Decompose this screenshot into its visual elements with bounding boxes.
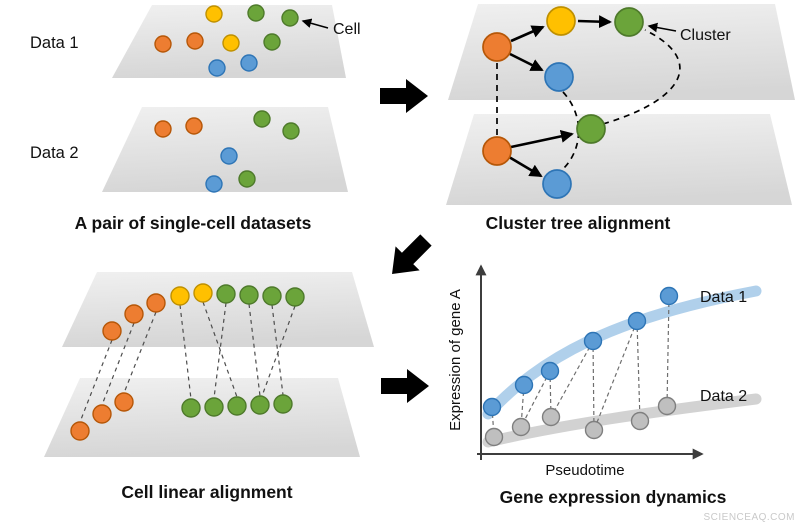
cell-dot — [181, 398, 201, 418]
cell-dot — [285, 287, 305, 307]
alignment-link-green — [602, 29, 681, 125]
cell-dot — [239, 285, 259, 305]
data2-cells — [154, 110, 300, 193]
cell-dot — [540, 361, 560, 381]
linear-alignment-links — [79, 301, 296, 423]
cell-dot — [630, 411, 650, 431]
cell-dot — [193, 283, 213, 303]
cluster-node-yellow — [546, 6, 576, 36]
linear-bottom-cells — [70, 392, 293, 441]
cell-dot — [273, 394, 293, 414]
cell-dot — [92, 404, 112, 424]
caption-cluster-tree: Cluster tree alignment — [486, 213, 671, 233]
data1-label: Data 1 — [30, 34, 79, 52]
cluster-plane-bottom — [446, 114, 792, 205]
caption-cell-linear: Cell linear alignment — [121, 482, 292, 502]
cell-dot — [102, 321, 122, 341]
linear-plane-bottom — [44, 378, 360, 457]
cluster-annotation: Cluster — [680, 27, 731, 44]
data2-label: Data 2 — [30, 144, 79, 162]
cell-dot — [584, 420, 604, 440]
x-axis-label: Pseudotime — [545, 462, 624, 479]
cell-dot — [186, 32, 204, 50]
trend-curve-data2 — [482, 393, 762, 448]
cell-dot — [262, 286, 282, 306]
tree-edge-icon — [510, 25, 545, 43]
caption-pair-datasets: A pair of single-cell datasets — [75, 213, 312, 233]
cluster-pointer-arrow-icon — [647, 22, 677, 33]
cluster-node-orange — [482, 136, 512, 166]
cluster-node-blue — [544, 62, 574, 92]
cell-dot — [482, 397, 502, 417]
cell-dot — [114, 392, 134, 412]
cell-dot — [247, 4, 265, 22]
tree-edge-icon — [577, 15, 612, 29]
caption-gene-dynamics: Gene expression dynamics — [500, 487, 727, 507]
data1-points — [482, 286, 679, 417]
watermark: SCIENCEAQ.COM — [703, 512, 795, 523]
cell-dot — [238, 170, 256, 188]
gene-data2-label: Data 2 — [700, 388, 747, 405]
cell-dot — [185, 117, 203, 135]
tree-edge-icon — [510, 129, 574, 149]
data2-points — [484, 396, 677, 447]
panel-gene-dynamics: Expression of gene A Pseudotime Data 1 D… — [447, 264, 762, 507]
cell-dot — [253, 110, 271, 128]
cluster-node-blue — [542, 169, 572, 199]
cell-dot — [511, 417, 531, 437]
flow-arrow-right-top-icon — [380, 79, 428, 113]
cell-dot — [583, 331, 603, 351]
cell-dot — [222, 34, 240, 52]
panel-cluster-tree: Cluster Cluster tree alignment — [446, 4, 795, 233]
cluster-node-green — [614, 7, 644, 37]
panel-cell-linear: Cell linear alignment — [44, 272, 374, 502]
cluster-node-green — [576, 114, 606, 144]
cell-dot — [205, 175, 223, 193]
panel-pair-datasets: Cell Data 1 Data 2 A pair of single-cell… — [30, 4, 361, 233]
cell-dot — [146, 293, 166, 313]
flow-arrows — [380, 79, 432, 403]
cell-dot — [541, 407, 561, 427]
cell-dot — [514, 375, 534, 395]
tree-edge-icon — [508, 155, 543, 178]
cell-dot — [204, 397, 224, 417]
cell-dot — [220, 147, 238, 165]
cell-dot — [208, 59, 226, 77]
cell-dot — [627, 311, 647, 331]
cell-dot — [281, 9, 299, 27]
cell-dot — [70, 421, 90, 441]
cell-dot — [657, 396, 677, 416]
cell-dot — [282, 122, 300, 140]
cell-dot — [263, 33, 281, 51]
cell-dot — [250, 395, 270, 415]
cell-dot — [227, 396, 247, 416]
flow-arrow-right-bottom-icon — [381, 369, 429, 403]
cell-dot — [240, 54, 258, 72]
tree-edge-icon — [509, 52, 544, 72]
linear-top-cells — [102, 283, 305, 341]
cell-dot — [170, 286, 190, 306]
cell-pointer-arrow-icon — [301, 18, 329, 29]
data1-cells — [154, 4, 299, 77]
cell-dot — [205, 5, 223, 23]
cell-dot — [659, 286, 679, 306]
cluster-node-orange — [482, 32, 512, 62]
cell-dot — [484, 427, 504, 447]
y-axis-label: Expression of gene A — [447, 289, 464, 431]
flow-arrow-down-left-icon — [392, 234, 432, 274]
cell-dot — [216, 284, 236, 304]
cell-annotation: Cell — [333, 21, 361, 38]
gene-data1-label: Data 1 — [700, 289, 747, 306]
cell-dot — [124, 304, 144, 324]
cell-dot — [154, 35, 172, 53]
cell-dot — [154, 120, 172, 138]
